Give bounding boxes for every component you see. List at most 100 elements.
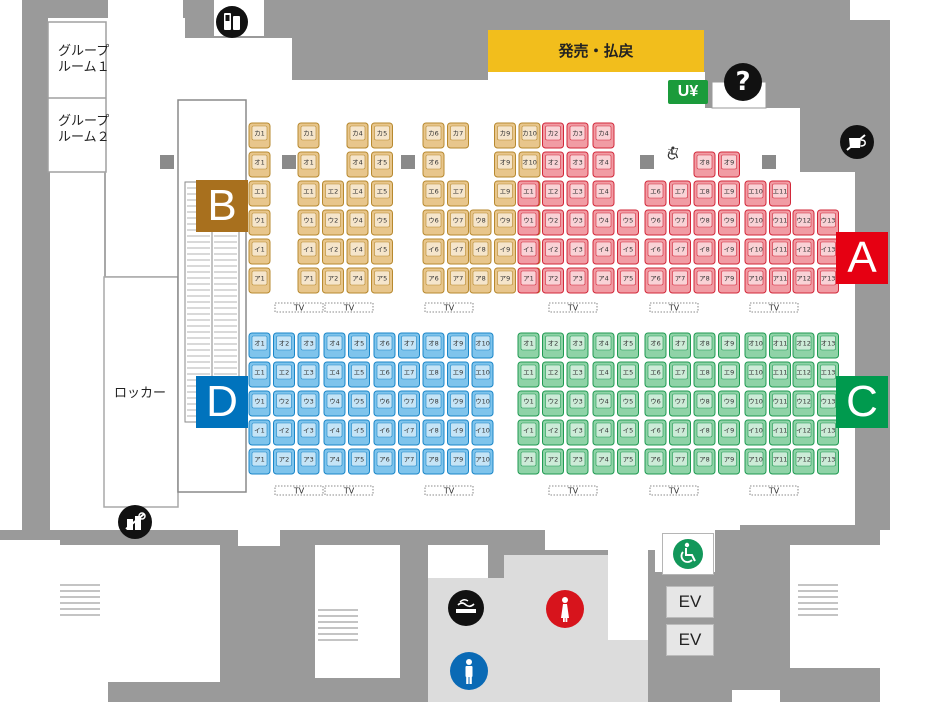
seat[interactable]: イ8 <box>469 238 492 265</box>
seat[interactable]: カ4 <box>592 122 615 149</box>
seat[interactable]: オ7 <box>398 332 420 359</box>
seat[interactable]: エ1 <box>297 180 320 207</box>
seat[interactable]: エ1 <box>248 361 271 388</box>
seat[interactable]: エ2 <box>322 180 344 207</box>
seat[interactable]: イ7 <box>669 419 691 446</box>
seat[interactable]: ウ2 <box>542 390 564 417</box>
seat[interactable]: ア4 <box>323 448 346 475</box>
seat[interactable]: オ4 <box>592 151 615 178</box>
seat[interactable]: エ11 <box>769 361 791 388</box>
seat[interactable]: エ7 <box>669 361 691 388</box>
seat[interactable]: ウ5 <box>371 209 393 236</box>
seat[interactable]: ウ8 <box>693 209 716 236</box>
seat[interactable]: ア6 <box>644 448 667 475</box>
seat[interactable]: イ11 <box>769 238 791 265</box>
seat[interactable]: イ7 <box>669 238 691 265</box>
seat[interactable]: カ9 <box>494 122 516 149</box>
seat[interactable]: ウ13 <box>817 209 839 236</box>
seat[interactable]: オ5 <box>617 332 639 359</box>
seat[interactable]: イ11 <box>769 419 791 446</box>
seat[interactable]: エ4 <box>323 361 346 388</box>
seat[interactable]: イ7 <box>447 238 469 265</box>
seat[interactable]: エ10 <box>471 361 494 388</box>
seat[interactable]: ウ8 <box>693 390 716 417</box>
seat[interactable]: ア9 <box>718 448 740 475</box>
seat[interactable]: エ9 <box>494 180 516 207</box>
seat[interactable]: イ8 <box>422 419 445 446</box>
seat[interactable]: オ6 <box>373 332 396 359</box>
seat[interactable]: イ1 <box>248 419 271 446</box>
seat[interactable]: オ11 <box>769 332 791 359</box>
seat[interactable]: エ4 <box>346 180 369 207</box>
seat[interactable]: オ9 <box>718 332 740 359</box>
seat[interactable]: イ6 <box>644 238 667 265</box>
seat[interactable]: イ13 <box>817 419 839 446</box>
seat[interactable]: ア11 <box>769 267 791 294</box>
seat[interactable]: オ3 <box>566 332 589 359</box>
seat[interactable]: ア9 <box>494 267 516 294</box>
seat[interactable]: ウ4 <box>592 209 615 236</box>
seat[interactable]: ウ8 <box>469 209 492 236</box>
seat[interactable]: エ10 <box>744 180 767 207</box>
seat[interactable]: ア3 <box>297 448 320 475</box>
seat[interactable]: ア10 <box>471 448 494 475</box>
seat[interactable]: エ4 <box>592 180 615 207</box>
seat[interactable]: エ6 <box>644 361 667 388</box>
seat[interactable]: イ9 <box>718 238 740 265</box>
seat[interactable]: オ10 <box>518 151 541 178</box>
seat[interactable]: ア7 <box>398 448 420 475</box>
seat[interactable]: エ13 <box>817 361 839 388</box>
seat[interactable]: イ6 <box>373 419 396 446</box>
seat[interactable]: エ11 <box>769 180 791 207</box>
seat[interactable]: カ2 <box>542 122 564 149</box>
seat[interactable]: エ1 <box>517 180 540 207</box>
seat[interactable]: オ3 <box>297 332 320 359</box>
seat[interactable]: イ5 <box>617 238 639 265</box>
seat[interactable]: イ3 <box>297 419 320 446</box>
seat[interactable]: ア6 <box>373 448 396 475</box>
seat[interactable]: ア8 <box>469 267 492 294</box>
seat[interactable]: イ1 <box>297 238 320 265</box>
seat[interactable]: エ7 <box>669 180 691 207</box>
seat[interactable]: ア10 <box>744 448 767 475</box>
seat[interactable]: ア11 <box>769 448 791 475</box>
seat[interactable]: オ1 <box>297 151 320 178</box>
seat[interactable]: ウ3 <box>297 390 320 417</box>
seat[interactable]: イ1 <box>517 238 540 265</box>
seat[interactable]: エ5 <box>348 361 370 388</box>
seat[interactable]: ア9 <box>718 267 740 294</box>
seat[interactable]: オ5 <box>348 332 370 359</box>
seat[interactable]: オ1 <box>517 332 540 359</box>
seat[interactable]: ア2 <box>542 448 564 475</box>
seat[interactable]: ア7 <box>447 267 469 294</box>
seat[interactable]: イ5 <box>617 419 639 446</box>
seat[interactable]: イ6 <box>644 419 667 446</box>
seat[interactable]: カ1 <box>297 122 320 149</box>
seat[interactable]: ウ5 <box>617 209 639 236</box>
seat[interactable]: エ8 <box>422 361 445 388</box>
seat[interactable]: オ4 <box>592 332 615 359</box>
seat[interactable]: ア9 <box>447 448 469 475</box>
seat[interactable]: オ10 <box>744 332 767 359</box>
seat[interactable]: エ8 <box>693 361 716 388</box>
seat[interactable]: エ3 <box>566 180 589 207</box>
seat[interactable]: ウ1 <box>517 209 540 236</box>
seat[interactable]: ウ12 <box>792 209 815 236</box>
seat[interactable]: ウ2 <box>322 209 344 236</box>
seat[interactable]: ア3 <box>566 448 589 475</box>
seat[interactable]: ウ9 <box>447 390 469 417</box>
seat[interactable]: ウ11 <box>769 209 791 236</box>
seat[interactable]: イ1 <box>248 238 271 265</box>
seat[interactable]: イ8 <box>693 419 716 446</box>
seat[interactable]: ウ7 <box>398 390 420 417</box>
seat[interactable]: エ3 <box>566 361 589 388</box>
seat[interactable]: ア12 <box>792 448 815 475</box>
seat[interactable]: ア2 <box>273 448 295 475</box>
seat[interactable]: エ10 <box>744 361 767 388</box>
seat[interactable]: ウ10 <box>744 390 767 417</box>
seat[interactable]: ア2 <box>322 267 344 294</box>
seat[interactable]: オ5 <box>371 151 393 178</box>
seat[interactable]: ウ6 <box>422 209 445 236</box>
seat[interactable]: オ8 <box>422 332 445 359</box>
seat[interactable]: ア6 <box>422 267 445 294</box>
